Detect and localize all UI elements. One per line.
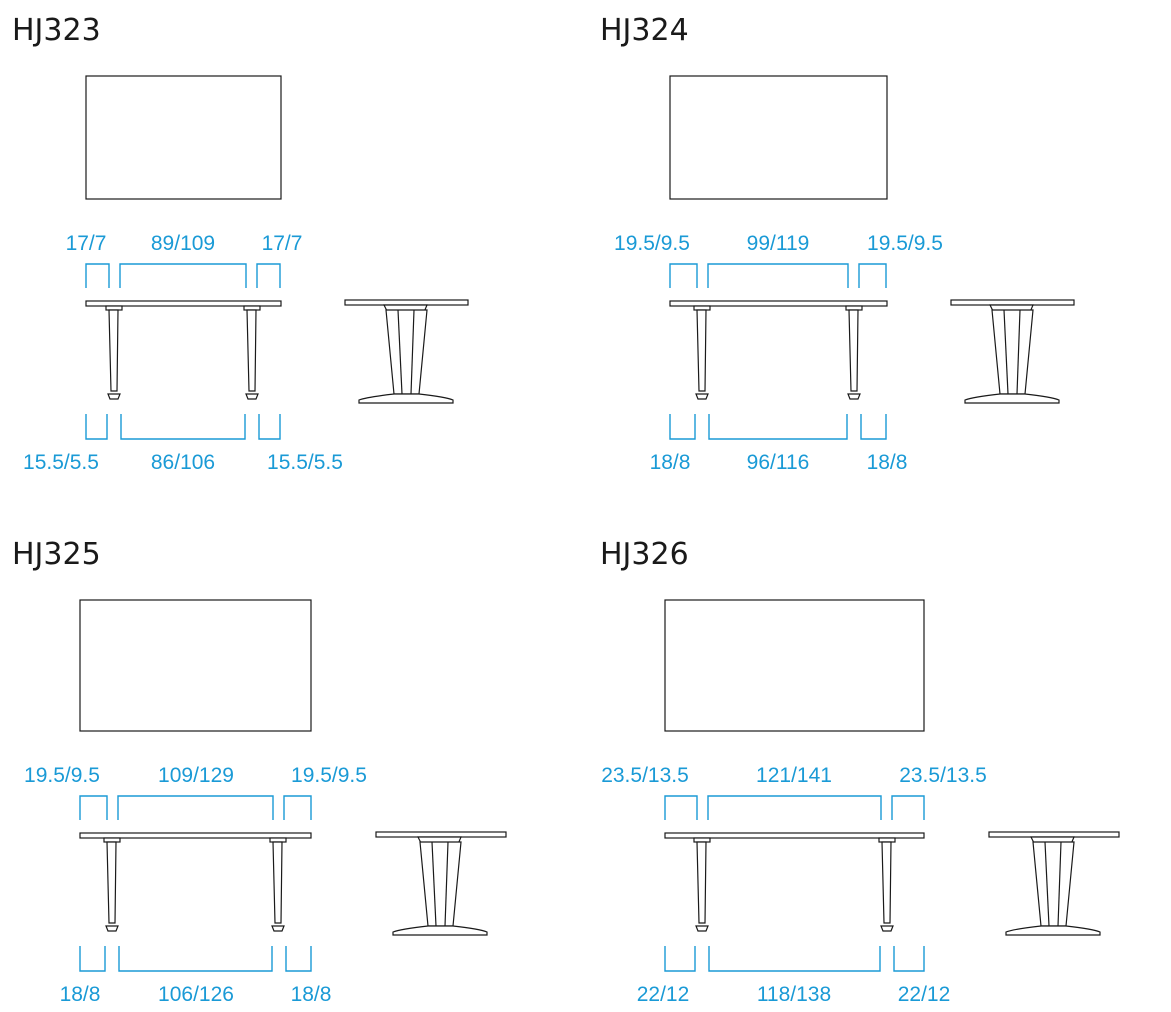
bottom-dimension-middle: 86/106: [151, 451, 215, 474]
table-side-elevation: [344, 299, 469, 404]
top-dimension-brackets: [669, 263, 887, 288]
bottom-dimension-middle: 106/126: [158, 983, 234, 1006]
top-dimension-middle: 89/109: [151, 232, 215, 255]
table-side-elevation: [988, 831, 1120, 936]
table-front-elevation: [669, 300, 888, 400]
bottom-dimension-left: 18/8: [650, 451, 691, 474]
top-dimension-right: 17/7: [262, 232, 303, 255]
bottom-dimension-left: 18/8: [60, 983, 101, 1006]
bottom-dimension-brackets: [79, 946, 312, 972]
top-dimension-right: 23.5/13.5: [899, 764, 987, 787]
bottom-dimension-middle: 118/138: [757, 983, 831, 1006]
table-top-plan-view: [85, 75, 282, 200]
top-dimension-brackets: [79, 795, 312, 820]
top-dimension-left: 17/7: [66, 232, 107, 255]
table-side-elevation: [950, 299, 1075, 404]
bottom-dimension-middle: 96/116: [747, 451, 810, 474]
table-front-elevation: [664, 832, 925, 932]
bottom-dimension-left: 22/12: [637, 983, 690, 1006]
top-dimension-middle: 109/129: [158, 764, 234, 787]
bottom-dimension-right: 18/8: [867, 451, 908, 474]
bottom-dimension-brackets: [669, 414, 887, 440]
table-drawing-hj325: HJ325 19.5/9.5 109/129 19.5/9.5: [12, 537, 507, 1006]
bottom-dimension-right: 15.5/5.5: [267, 451, 343, 474]
top-dimension-middle: 99/119: [747, 232, 810, 255]
top-dimension-left: 23.5/13.5: [601, 764, 689, 787]
top-dimension-left: 19.5/9.5: [614, 232, 690, 255]
table-top-plan-view: [79, 599, 312, 732]
top-dimension-left: 19.5/9.5: [24, 764, 100, 787]
table-front-elevation: [79, 832, 312, 932]
bottom-dimension-brackets: [85, 414, 281, 440]
bottom-dimension-right: 22/12: [898, 983, 951, 1006]
bottom-dimension-brackets: [664, 946, 925, 972]
top-dimension-brackets: [664, 795, 925, 820]
table-top-plan-view: [669, 75, 888, 200]
model-title: HJ324: [600, 13, 689, 48]
table-side-elevation: [375, 831, 507, 936]
top-dimension-right: 19.5/9.5: [291, 764, 367, 787]
bottom-dimension-right: 18/8: [291, 983, 332, 1006]
bottom-dimension-left: 15.5/5.5: [23, 451, 99, 474]
top-dimension-right: 19.5/9.5: [867, 232, 943, 255]
table-drawing-hj323: HJ323 17/7 89/109 17/7: [12, 13, 469, 474]
model-title: HJ325: [12, 537, 101, 572]
table-drawing-hj326: HJ326 23.5/13.5 121/141 23.5/13.5: [600, 537, 1120, 1006]
model-title: HJ323: [12, 13, 101, 48]
top-dimension-brackets: [85, 263, 281, 288]
table-front-elevation: [85, 300, 282, 400]
model-title: HJ326: [600, 537, 689, 572]
top-dimension-middle: 121/141: [756, 764, 832, 787]
table-drawing-hj324: HJ324 19.5/9.5 99/119 19.5/9.5: [600, 13, 1075, 474]
table-top-plan-view: [664, 599, 925, 732]
